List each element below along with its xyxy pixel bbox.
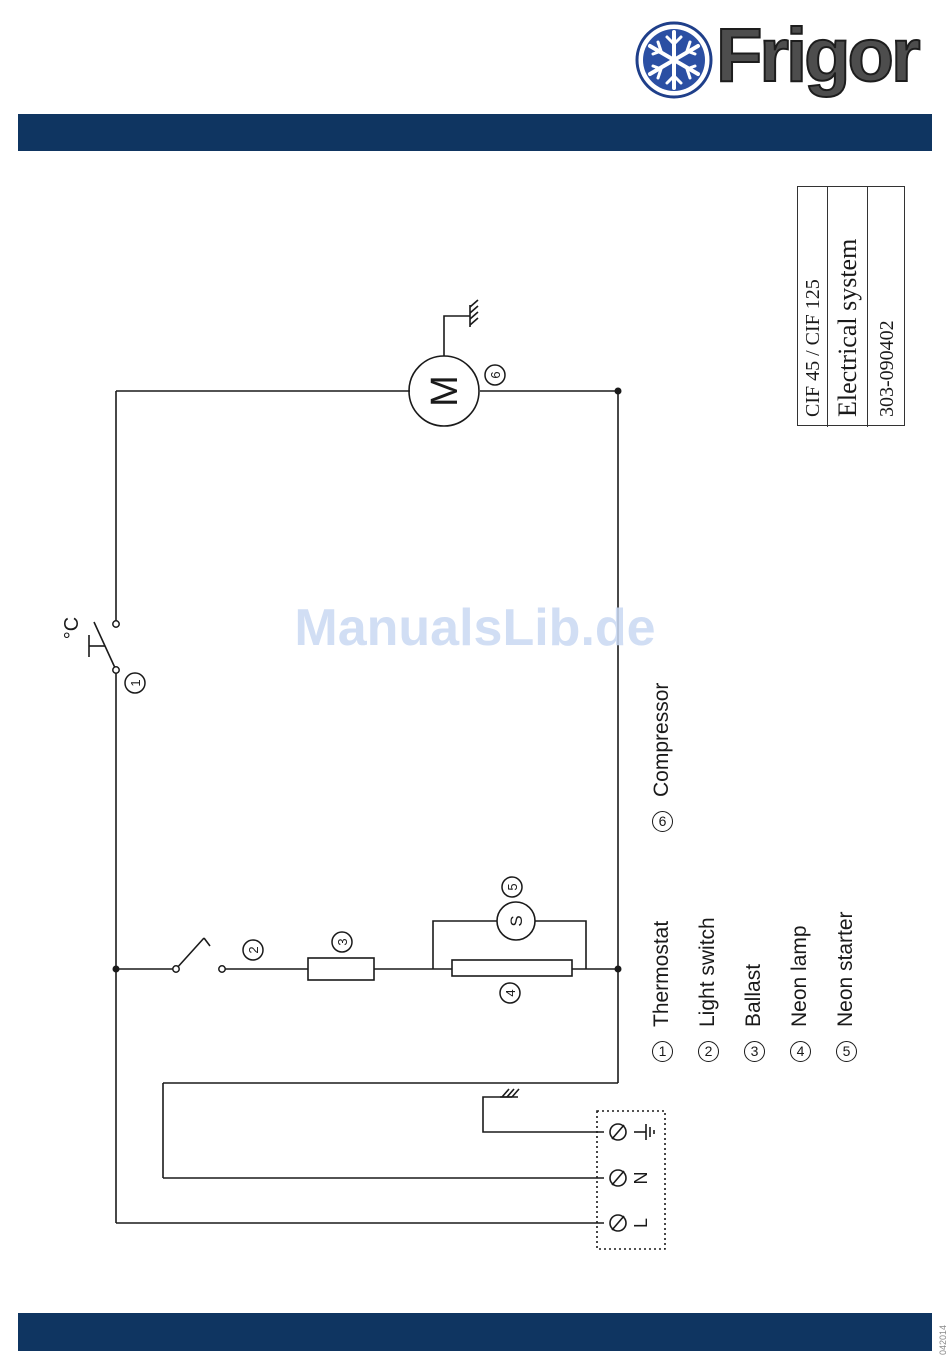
callout-6: 6 (488, 371, 503, 378)
model-name: CIF 45 / CIF 125 (798, 187, 828, 427)
callout-1: 1 (128, 679, 143, 686)
callout-2: 2 (246, 946, 261, 953)
callout-4: 4 (503, 989, 518, 996)
drawing-title: Electrical system (828, 187, 868, 427)
title-block: CIF 45 / CIF 125 Electrical system 303-0… (797, 186, 905, 426)
ballast (308, 958, 374, 980)
callout-3: 3 (335, 938, 350, 945)
light-switch (176, 938, 204, 969)
watermark: ManualsLib.de (0, 598, 950, 658)
terminal-l-label: L (631, 1218, 651, 1228)
footer-band (18, 1313, 932, 1351)
starter-label: S (507, 915, 526, 926)
terminal-n-label: N (631, 1172, 651, 1185)
neon-lamp (452, 960, 572, 976)
document-reference: 042014 (938, 1325, 948, 1355)
drawing-number: 303-090402 (868, 187, 906, 427)
callout-5: 5 (505, 883, 520, 890)
motor-label: M (424, 375, 466, 407)
chassis-ground-icon (470, 300, 478, 327)
chassis-ground-icon (500, 1089, 519, 1097)
